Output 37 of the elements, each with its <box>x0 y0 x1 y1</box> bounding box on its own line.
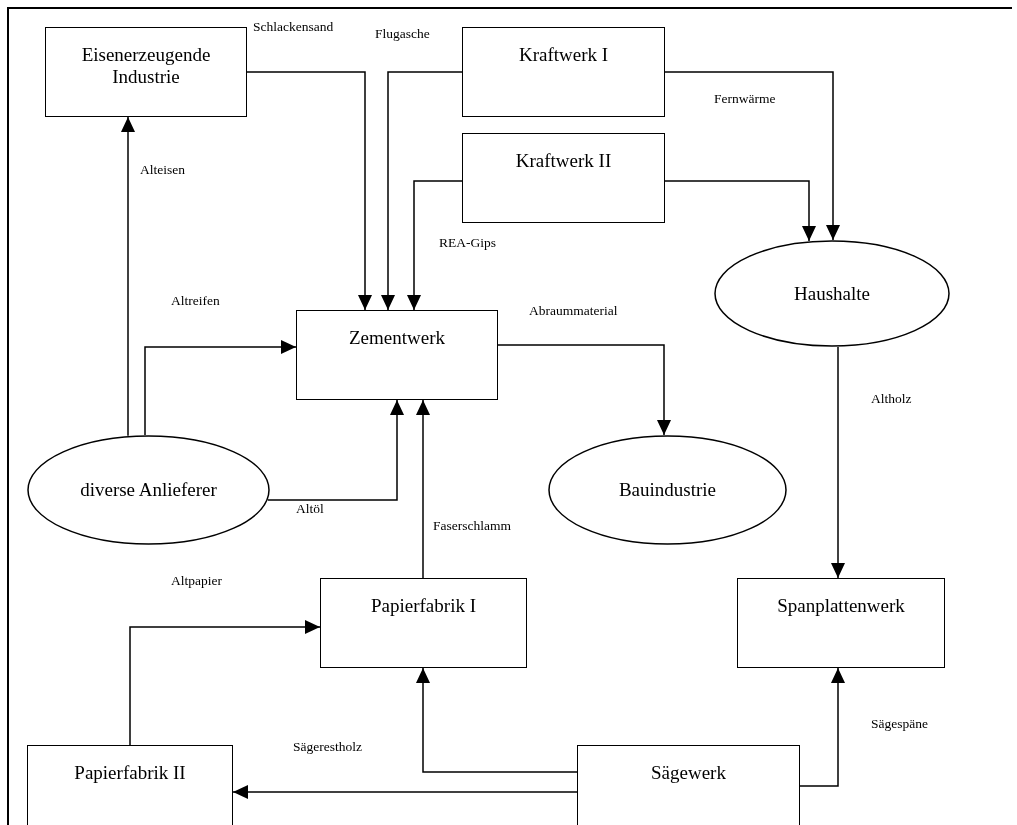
edge-label: Flugasche <box>374 26 431 42</box>
process-box <box>577 745 800 825</box>
process-box <box>462 133 665 223</box>
node-label: Sägewerk <box>651 762 726 784</box>
node-label: Spanplattenwerk <box>777 595 905 617</box>
flow-arrow <box>246 71 372 311</box>
process-box <box>737 578 945 668</box>
flow-arrow <box>497 344 671 436</box>
flow-arrow <box>121 116 135 437</box>
node-label: Papierfabrik II <box>74 762 186 784</box>
flow-arrow <box>416 399 430 579</box>
flow-arrow <box>664 180 816 242</box>
flow-arrow <box>232 785 578 799</box>
node-label: Haushalte <box>794 282 870 305</box>
process-box <box>45 27 247 117</box>
node-label: Eisenerzeugende Industrie <box>80 44 212 88</box>
flow-arrow <box>831 346 845 579</box>
node-label: Papierfabrik I <box>371 595 476 617</box>
flow-arrow <box>799 667 845 787</box>
process-box <box>27 745 233 825</box>
edge-label: Altpapier <box>170 573 223 589</box>
edge-label: Sägerestholz <box>292 739 363 755</box>
flow-arrow <box>144 340 297 436</box>
flow-arrow <box>416 667 578 773</box>
node-label: Zementwerk <box>349 327 445 349</box>
process-box <box>320 578 527 668</box>
flow-arrow <box>407 180 463 311</box>
node-label: Kraftwerk II <box>515 150 612 172</box>
process-box <box>462 27 665 117</box>
node-label: diverse Anlieferer <box>80 479 217 501</box>
process-box <box>296 310 498 400</box>
flow-arrow <box>129 620 321 746</box>
flow-arrow <box>267 399 404 501</box>
flow-arrow <box>381 71 463 311</box>
node-label: Kraftwerk I <box>518 44 609 66</box>
node-label: Bauindustrie <box>618 479 717 501</box>
flow-arrow <box>664 71 840 241</box>
